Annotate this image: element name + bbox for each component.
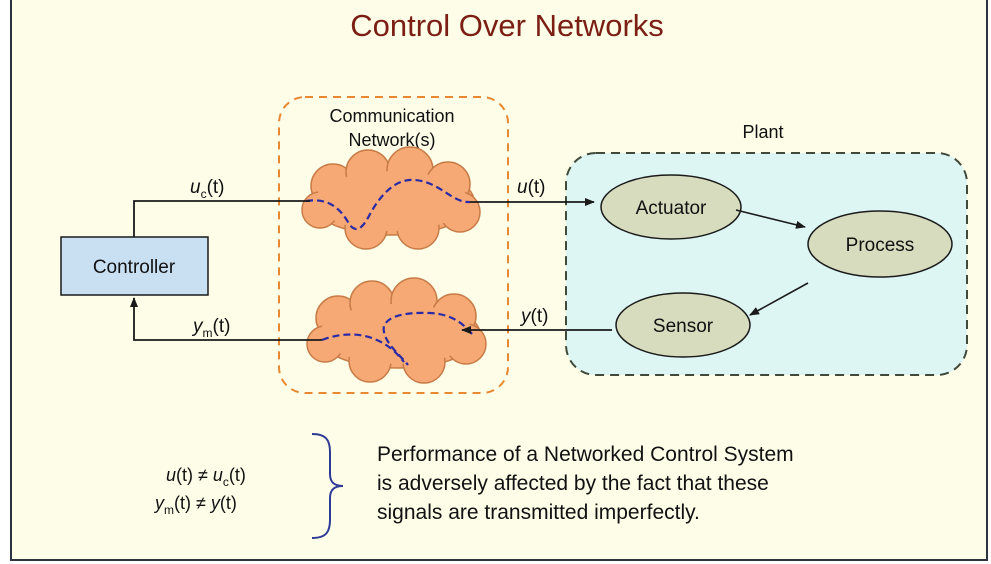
curly-brace	[311, 433, 344, 539]
lower-cloud	[306, 277, 487, 384]
sensor-node	[615, 292, 751, 358]
sensor-label: Sensor	[653, 316, 714, 337]
uc-signal-line	[133, 200, 310, 237]
note-line-3: signals are transmitted imperfectly.	[377, 501, 700, 524]
actuator-to-process-arrow	[735, 209, 806, 229]
ym-signal-line	[130, 297, 322, 341]
inequality-y: ym(t) ≠ y(t)	[153, 493, 237, 517]
u-signal-label: u(t)	[517, 177, 546, 198]
note-line-2: is adversely affected by the fact that t…	[377, 472, 769, 495]
ym-signal-label: ym(t)	[191, 316, 230, 340]
uc-signal-label: uc(t)	[190, 177, 225, 201]
upper-dashed-path	[305, 178, 471, 231]
plant-label: Plant	[742, 122, 783, 142]
lower-dashed-path	[321, 311, 473, 366]
actuator-node	[600, 174, 742, 240]
process-label: Process	[846, 235, 915, 256]
network-label-line1: Communication	[329, 106, 454, 126]
note-line-1: Performance of a Networked Control Syste…	[377, 443, 794, 466]
slide-title: Control Over Networks	[350, 8, 664, 43]
process-node	[807, 210, 953, 278]
actuator-label: Actuator	[636, 198, 707, 219]
y-signal-label: y(t)	[519, 306, 548, 327]
process-to-sensor-arrow	[749, 282, 809, 316]
network-region	[278, 96, 509, 394]
network-label-line2: Network(s)	[348, 130, 435, 150]
inequality-u: u(t) ≠ uc(t)	[166, 465, 246, 489]
controller-label: Controller	[93, 257, 176, 278]
